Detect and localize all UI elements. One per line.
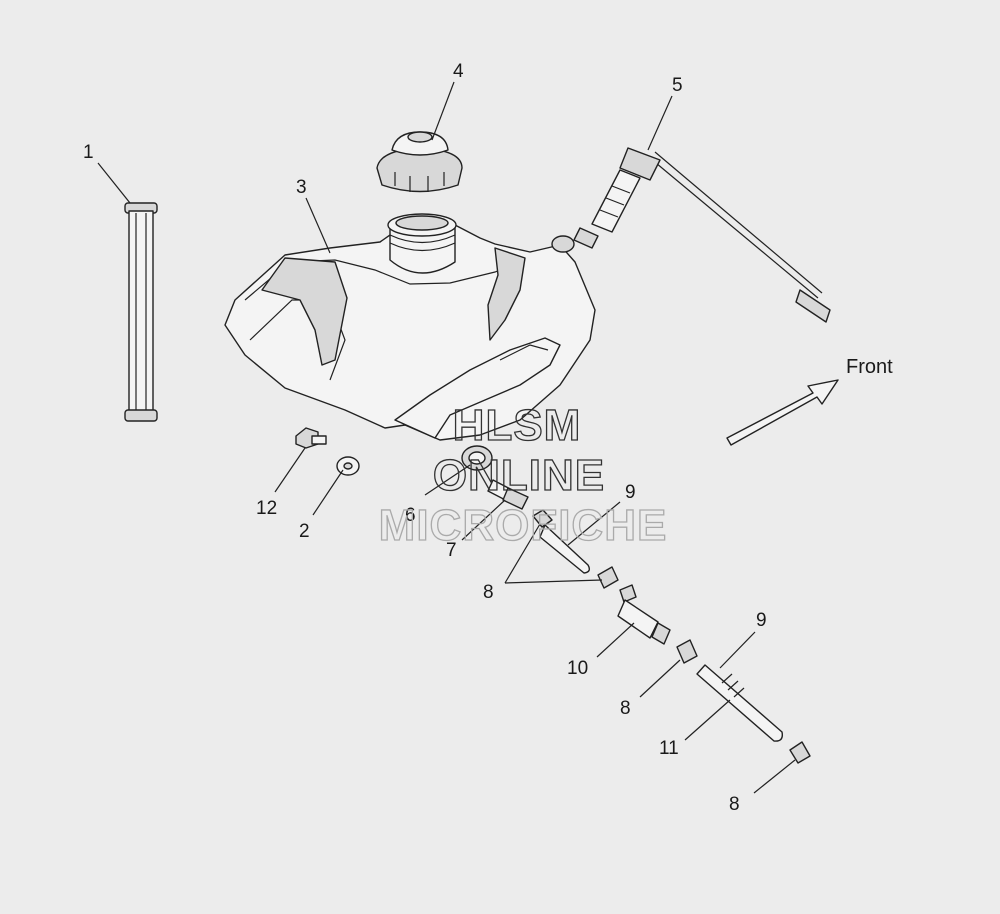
callout-7: 7 xyxy=(446,540,457,561)
callout-8-upper: 8 xyxy=(483,582,494,603)
part-5-fuel-sender xyxy=(573,147,831,323)
part-1-strap xyxy=(124,202,158,422)
callout-9-upper: 9 xyxy=(625,482,636,503)
watermark-line-1: HLSM xyxy=(453,401,582,450)
part-10-fuel-filter xyxy=(617,584,698,664)
callout-11: 11 xyxy=(659,738,679,759)
callout-1: 1 xyxy=(83,142,94,163)
callout-6: 6 xyxy=(405,505,416,526)
part-3-fuel-tank xyxy=(224,213,596,441)
hose-upper-assembly xyxy=(532,509,619,589)
watermark-line-3: MICROFICHE xyxy=(379,501,668,550)
front-direction-arrow xyxy=(726,379,839,446)
part-12-bolt xyxy=(295,427,327,449)
watermark: HLSM ONLINE MICROFICHE xyxy=(378,400,668,550)
callout-4: 4 xyxy=(453,61,464,82)
part-7-fitting xyxy=(487,479,529,510)
part-6-grommet xyxy=(461,445,493,471)
hose-lower-assembly xyxy=(696,664,811,764)
watermark-line-2: ONLINE xyxy=(433,451,605,500)
front-label: Front xyxy=(846,356,893,378)
callout-5: 5 xyxy=(672,75,683,96)
part-4-fuel-cap xyxy=(376,131,463,193)
callout-8-middle: 8 xyxy=(620,698,631,719)
callout-12: 12 xyxy=(256,498,277,519)
part-2-washer xyxy=(336,456,360,476)
callout-10: 10 xyxy=(567,658,588,679)
leader-lines xyxy=(97,81,796,794)
callout-2: 2 xyxy=(299,521,310,542)
callout-3: 3 xyxy=(296,177,307,198)
callout-9-lower: 9 xyxy=(756,610,767,631)
callout-8-lower: 8 xyxy=(729,794,740,815)
